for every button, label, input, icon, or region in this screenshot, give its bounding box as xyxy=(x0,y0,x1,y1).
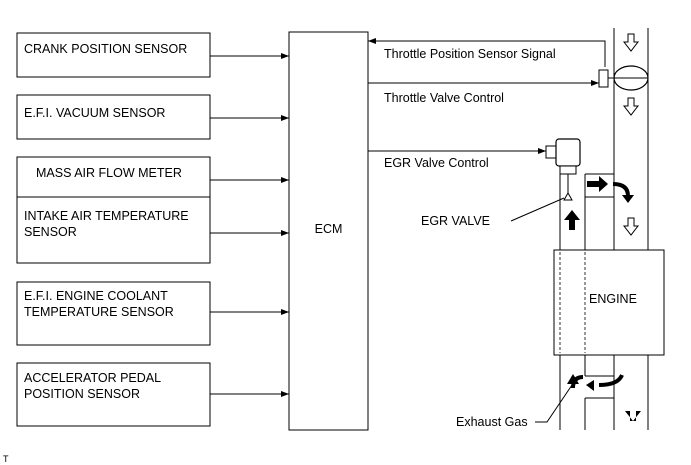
curved-arrow-head-icon xyxy=(586,380,594,391)
egr-flow-up-arrow-icon xyxy=(564,210,580,230)
engine-block: ENGINE xyxy=(553,249,665,356)
throttle-sensor-signal: Throttle Position Sensor Signal xyxy=(368,38,606,67)
egr-valve-control-label: EGR Valve Control xyxy=(384,156,489,170)
egr-flow-right-arrow-icon xyxy=(587,176,608,192)
sensor-box-crank: CRANK POSITION SENSOR xyxy=(16,32,211,78)
intake-air-arrows xyxy=(622,33,640,236)
exhaust-gas-label: Exhaust Gas xyxy=(456,415,528,429)
egr-valve-callout: EGR VALVE xyxy=(421,197,565,228)
intake-arrow-icon xyxy=(622,97,640,116)
sensor-box-accelerator: ACCELERATOR PEDAL POSITION SENSOR xyxy=(16,362,211,427)
throttle-valve-control-label: Throttle Valve Control xyxy=(384,91,504,105)
coolant-label-line1: E.F.I. ENGINE COOLANT xyxy=(24,289,168,303)
throttle-body xyxy=(598,65,649,91)
sensor-box-coolant: E.F.I. ENGINE COOLANT TEMPERATURE SENSOR xyxy=(16,281,211,346)
throttle-valve-control: Throttle Valve Control xyxy=(368,80,599,105)
curved-arrow-head-icon xyxy=(567,374,579,384)
throttle-position-sensor xyxy=(598,69,609,88)
intake-pipe xyxy=(613,28,649,430)
egr-valve-control: EGR Valve Control xyxy=(368,148,546,170)
accel-label-line2: POSITION SENSOR xyxy=(24,387,140,401)
ecm-label: ECM xyxy=(315,222,343,236)
curved-arrow-heads xyxy=(567,195,634,391)
egr-valve-label: EGR VALVE xyxy=(421,214,490,228)
accel-label-line1: ACCELERATOR PEDAL xyxy=(24,371,161,385)
sensor-box-efi-vacuum: E.F.I. VACUUM SENSOR xyxy=(16,94,211,140)
egr-valve-assembly xyxy=(545,138,614,250)
engine-label: ENGINE xyxy=(589,292,637,306)
maf-label: MASS AIR FLOW METER xyxy=(36,166,182,180)
intake-arrow-icon xyxy=(622,217,640,236)
crank-sensor-label: CRANK POSITION SENSOR xyxy=(24,42,187,56)
exhaust-out-arrow-icon xyxy=(625,411,641,421)
footer-mark: T xyxy=(3,454,9,464)
exhaust-gas-callout: Exhaust Gas xyxy=(456,384,573,429)
curved-arrow-head-icon xyxy=(622,195,634,203)
iat-label-line1: INTAKE AIR TEMPERATURE xyxy=(24,209,189,223)
efi-vacuum-sensor-label: E.F.I. VACUUM SENSOR xyxy=(24,106,165,120)
intake-arrow-icon xyxy=(622,33,640,52)
sensor-box-maf-iat: MASS AIR FLOW METER INTAKE AIR TEMPERATU… xyxy=(16,156,211,264)
ecm-box: ECM xyxy=(288,31,369,431)
sensor-to-ecm-arrows xyxy=(210,53,289,397)
exhaust-pipe xyxy=(559,355,614,430)
iat-label-line2: SENSOR xyxy=(24,225,77,239)
throttle-sensor-signal-label: Throttle Position Sensor Signal xyxy=(384,47,556,61)
coolant-label-line2: TEMPERATURE SENSOR xyxy=(24,305,174,319)
